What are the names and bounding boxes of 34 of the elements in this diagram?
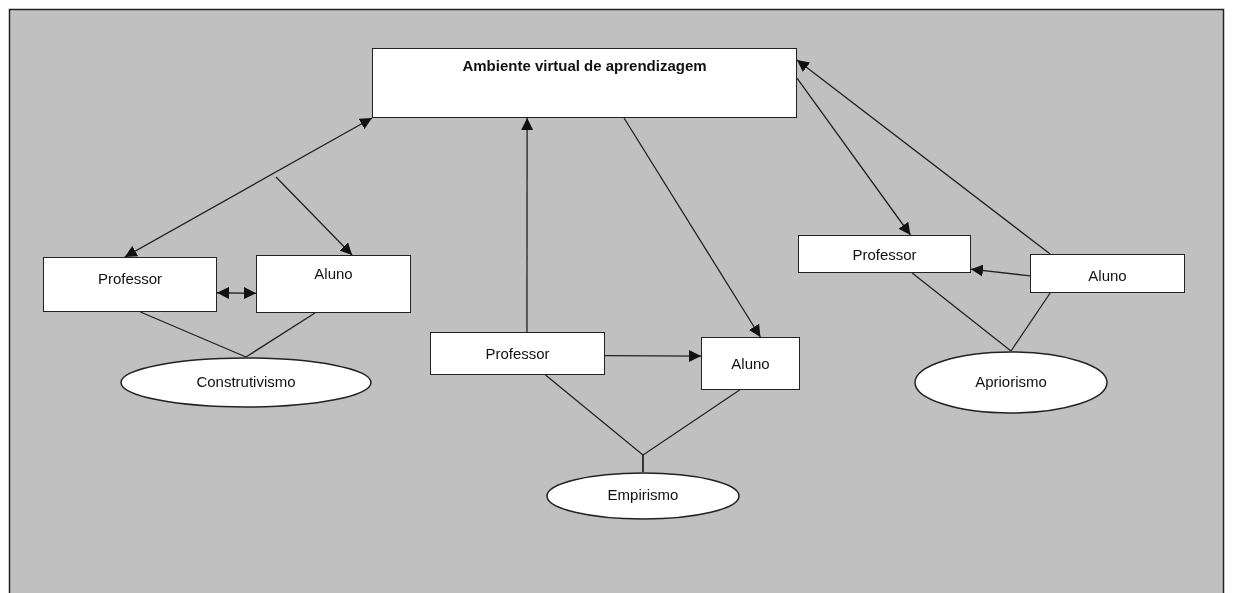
node-label: Professor <box>851 246 918 263</box>
arrow <box>970 264 1031 277</box>
connector-line <box>642 389 741 473</box>
connector-line <box>911 272 1012 352</box>
node-label: Apriorismo <box>974 373 1048 390</box>
arrow <box>275 176 353 256</box>
process-box <box>1030 254 1185 293</box>
node-label: Professor <box>484 345 551 362</box>
process-box <box>256 255 411 313</box>
heading-text: Ambiente virtual de aprendizagem <box>461 57 708 74</box>
node-label: Aluno <box>313 265 354 282</box>
connector-line <box>139 311 247 358</box>
process-box <box>701 337 800 390</box>
arrow <box>124 117 373 258</box>
concept-ellipse <box>120 357 372 408</box>
node-label: Empirismo <box>606 486 680 503</box>
process-box <box>430 332 605 375</box>
arrow <box>623 117 762 338</box>
arrow <box>796 77 912 236</box>
process-box <box>43 257 217 312</box>
process-box <box>372 48 797 118</box>
arrow <box>604 350 702 363</box>
arrow <box>216 286 257 300</box>
node-label: Aluno <box>1087 267 1128 284</box>
process-box <box>798 235 971 273</box>
node-label: Professor <box>96 270 164 287</box>
concept-ellipse <box>546 472 740 520</box>
arrow <box>796 59 1051 255</box>
arrow <box>521 117 534 333</box>
concept-ellipse <box>914 351 1108 414</box>
connector-line <box>1010 292 1051 352</box>
node-label: Construtivismo <box>195 373 297 390</box>
connector-line <box>245 312 316 358</box>
node-label: Aluno <box>730 355 771 372</box>
